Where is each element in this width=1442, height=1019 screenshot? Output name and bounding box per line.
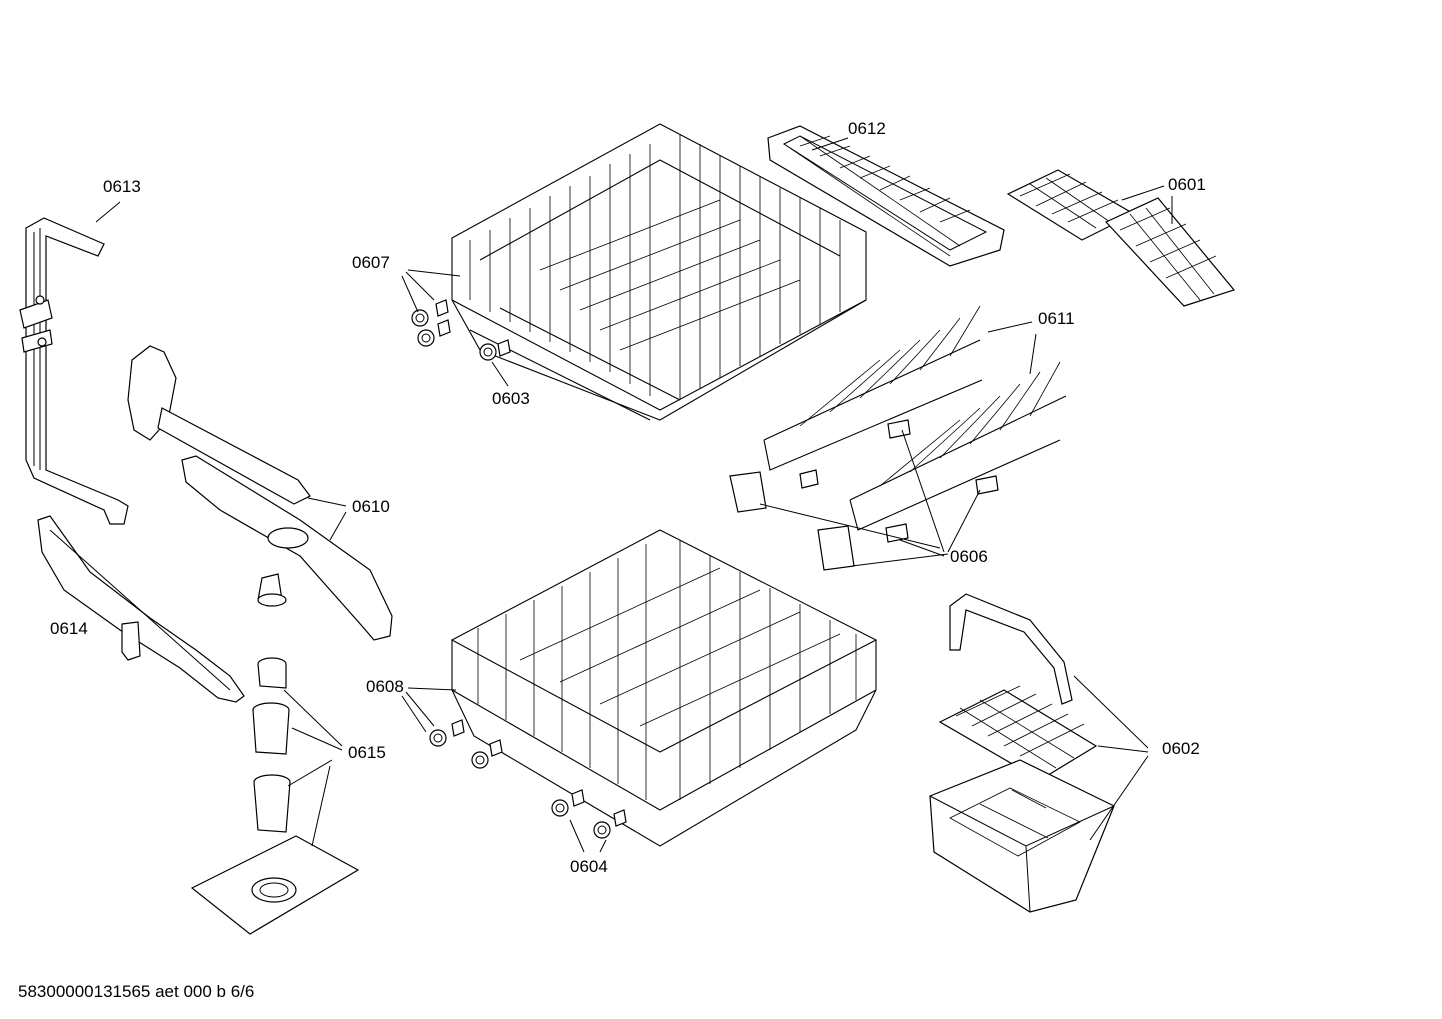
label-0613: 0613 [103,177,141,196]
clips-0606 [729,419,999,571]
label-0610: 0610 [352,497,390,516]
upper-spray-arm-0610 [127,345,393,641]
tine-racks-0611 [763,305,1067,531]
roller-0603 [479,339,511,361]
shelf-racks-0601 [1006,169,1236,307]
part-labels: 0613 0607 0603 0612 0601 0611 0610 0606 … [50,119,1206,876]
lower-basket [450,529,878,847]
label-0604: 0604 [570,857,608,876]
rollers-0604 [551,789,627,839]
cutlery-tray-0612 [767,125,1005,267]
label-0611: 0611 [1038,309,1075,328]
label-0608: 0608 [366,677,404,696]
cutlery-basket-0602 [929,593,1115,913]
label-0602: 0602 [1162,739,1200,758]
rollers-0608 [429,719,503,769]
leader-lines [95,137,1173,853]
label-0607: 0607 [352,253,390,272]
lower-spray-arm-0614 [37,515,245,703]
filter-set-0615 [190,657,360,935]
label-0615: 0615 [348,743,386,762]
label-0606: 0606 [950,547,988,566]
rollers-0607 [411,299,451,347]
label-0614: 0614 [50,619,88,638]
spray-pipe-0613 [19,217,129,525]
label-0603: 0603 [492,389,530,408]
label-0601: 0601 [1168,175,1206,194]
label-0612: 0612 [848,119,886,138]
document-footer: 58300000131565 aet 000 b 6/6 [18,982,254,1001]
